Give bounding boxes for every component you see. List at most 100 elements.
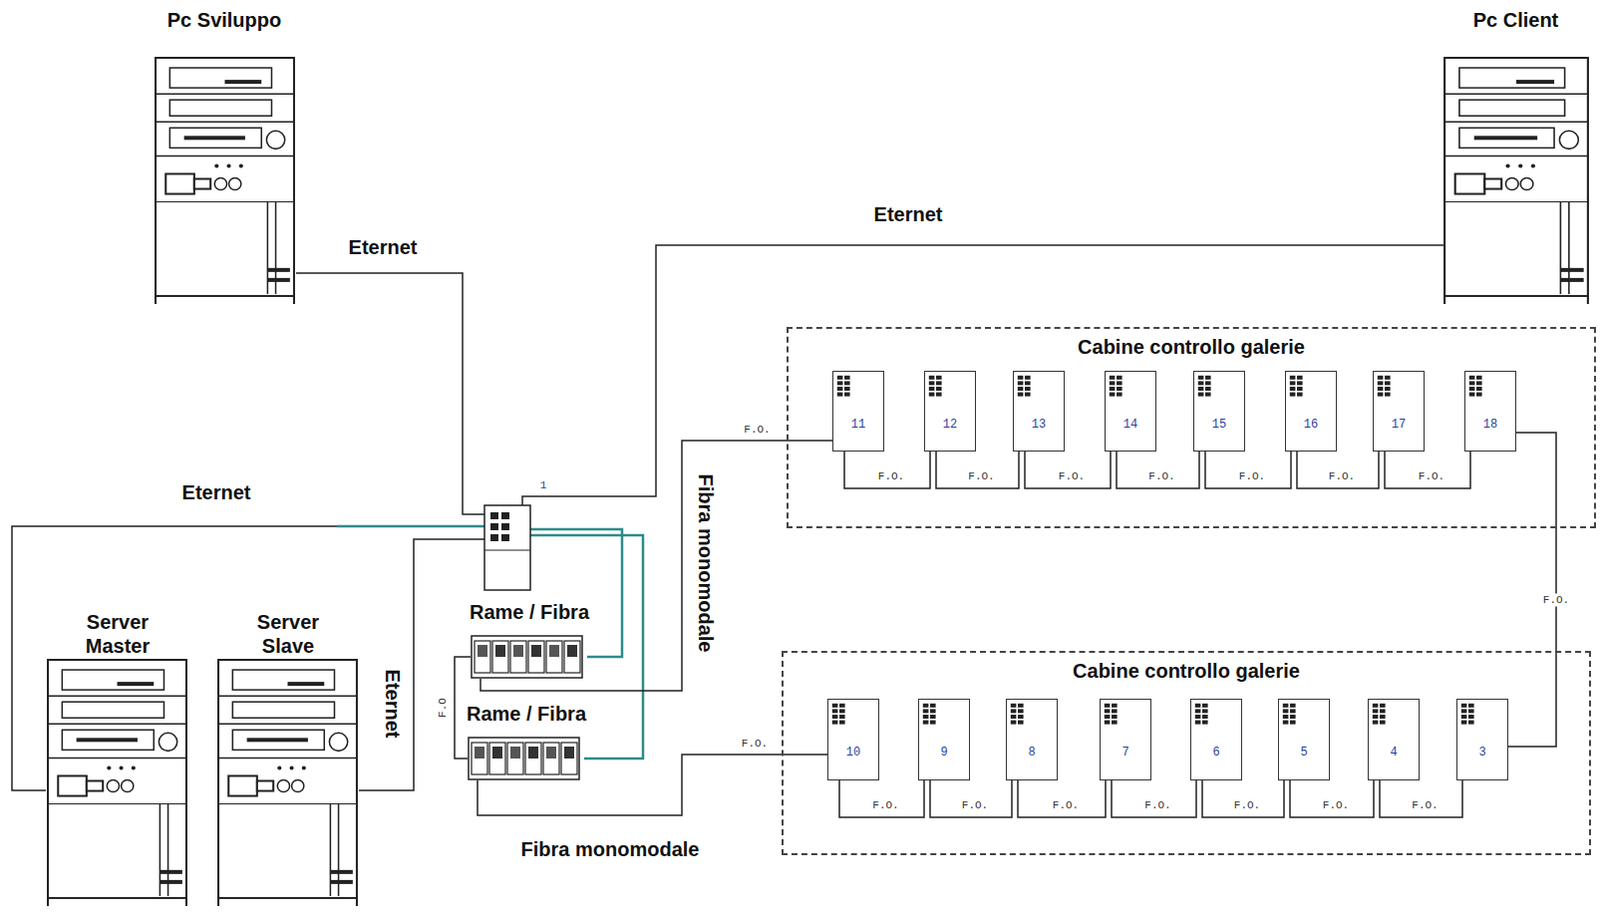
link-label: F.O. xyxy=(1409,799,1440,813)
fiber-link xyxy=(1289,780,1374,818)
control-cabin: 3 xyxy=(1456,698,1509,781)
control-cabin: 4 xyxy=(1367,698,1420,781)
link-label: F.O. xyxy=(876,470,907,484)
cabin-panel-icon xyxy=(1468,374,1485,399)
fiber-link xyxy=(1508,432,1557,747)
computer-icon xyxy=(45,657,189,909)
link-label: F.O. xyxy=(1056,470,1087,484)
cabin-panel-icon xyxy=(831,702,848,727)
node-title: Rame / Fibra xyxy=(437,701,616,726)
cabin-number: 5 xyxy=(1279,699,1329,760)
media-converter: Rame / Fibra xyxy=(440,600,619,682)
computer-icon xyxy=(1442,55,1591,307)
computer-node: Pc Sviluppo xyxy=(149,7,300,308)
cabin-number: 14 xyxy=(1105,371,1156,432)
link-label: F.O. xyxy=(965,470,996,484)
computer-icon xyxy=(216,657,359,909)
control-cabin: 15 xyxy=(1193,370,1246,452)
switch-symbol xyxy=(484,505,531,591)
link-label: F.O. xyxy=(739,737,770,751)
node-title: Cabine controllo galerie xyxy=(788,328,1595,359)
node-title: Pc Sviluppo xyxy=(149,7,300,32)
node-title: Rame / Fibra xyxy=(440,600,619,625)
cabin-number: 6 xyxy=(1191,699,1242,760)
fiber-link xyxy=(936,451,1019,489)
control-cabin: 13 xyxy=(1012,370,1065,452)
cabin-group: Cabine controllo galerie 10 9876543 xyxy=(781,650,1592,856)
cabin-panel-icon xyxy=(928,374,945,399)
cabin-number: 11 xyxy=(833,371,884,432)
cabin-panel-icon xyxy=(1197,374,1214,399)
converter-icon xyxy=(470,635,584,679)
cabin-panel-icon xyxy=(1103,702,1120,727)
link-label: F.O. xyxy=(1050,799,1081,813)
link-label: F.O. xyxy=(1237,470,1268,484)
fiber-link xyxy=(844,451,931,489)
cabin-number: 15 xyxy=(1194,371,1245,432)
port-number: 1 xyxy=(540,479,548,493)
cable-label: Eternet xyxy=(182,480,252,505)
link-label: F.O. xyxy=(1232,799,1263,813)
cabin-number: 7 xyxy=(1100,699,1151,760)
control-cabin: 16 xyxy=(1284,370,1337,452)
node-title: Server Master xyxy=(67,610,168,658)
media-converter: Rame / Fibra xyxy=(437,701,616,784)
link-label: F.O. xyxy=(1326,470,1357,484)
computer-icon xyxy=(153,55,297,307)
control-cabin: 12 xyxy=(924,370,976,452)
control-cabin: 7 xyxy=(1099,698,1152,781)
cabin-number: 13 xyxy=(1013,371,1064,432)
cabin-panel-icon xyxy=(1288,374,1305,399)
cabin-number: 17 xyxy=(1373,371,1424,432)
computer-node: Pc Client xyxy=(1438,7,1594,308)
cabin-panel-icon xyxy=(1376,374,1393,399)
cabin-number: 10 xyxy=(828,699,879,760)
cable-label: Eternet xyxy=(348,235,418,260)
fiber-link xyxy=(1111,780,1197,818)
cabin-group: Cabine controllo galerie 11 12 13 14 15 16 17 18 xyxy=(786,326,1597,529)
cabin-number: 9 xyxy=(919,699,969,760)
cabin-panel-icon xyxy=(922,702,939,727)
cabin-number: 16 xyxy=(1285,371,1336,432)
link-label: F.O. xyxy=(1142,799,1173,813)
link-label: F.O. xyxy=(1320,799,1351,813)
control-cabin: 8 xyxy=(1005,698,1058,781)
link-label: F.O. xyxy=(1416,470,1447,484)
fiber-link xyxy=(1384,451,1471,489)
node-title: Server Slave xyxy=(238,610,338,658)
control-cabin: 17 xyxy=(1372,370,1425,452)
cabin-number: 8 xyxy=(1006,699,1057,760)
cabin-panel-icon xyxy=(836,374,853,399)
cable-label: Eternet xyxy=(874,202,944,227)
control-cabin: 6 xyxy=(1190,698,1243,781)
cabin-panel-icon xyxy=(1108,374,1125,399)
cabin-number: 12 xyxy=(925,371,975,432)
cable-label: Eternet xyxy=(380,669,405,739)
cabin-panel-icon xyxy=(1281,702,1298,727)
control-cabin: 10 xyxy=(827,698,880,781)
cable-label: Fibra monomodale xyxy=(521,837,700,862)
control-cabin: 11 xyxy=(832,370,885,452)
cabin-number: 18 xyxy=(1465,371,1516,432)
cable-label: Fibra monomodale xyxy=(693,474,718,653)
fiber-link xyxy=(1116,451,1200,489)
converter-icon xyxy=(467,736,581,781)
link-label: F.O. xyxy=(1146,470,1177,484)
cabin-number: 4 xyxy=(1368,699,1419,760)
cabin-panel-icon xyxy=(1194,702,1211,727)
control-cabin: 14 xyxy=(1104,370,1157,452)
computer-node: Server Master xyxy=(43,610,192,910)
cabin-panel-icon xyxy=(1016,374,1033,399)
fiber-link xyxy=(1024,451,1111,489)
cabin-panel-icon xyxy=(1009,702,1026,727)
node-title: Pc Client xyxy=(1438,7,1594,32)
node-title: Cabine controllo galerie xyxy=(783,652,1590,683)
control-cabin: 18 xyxy=(1464,370,1517,452)
fiber-link xyxy=(1205,451,1291,489)
fiber-link xyxy=(1379,780,1463,818)
fiber-link xyxy=(930,780,1012,818)
link-label: F.O. xyxy=(1541,593,1572,607)
fiber-link xyxy=(839,780,925,818)
link-label: F.O xyxy=(436,695,450,720)
fiber-link xyxy=(1017,780,1106,818)
